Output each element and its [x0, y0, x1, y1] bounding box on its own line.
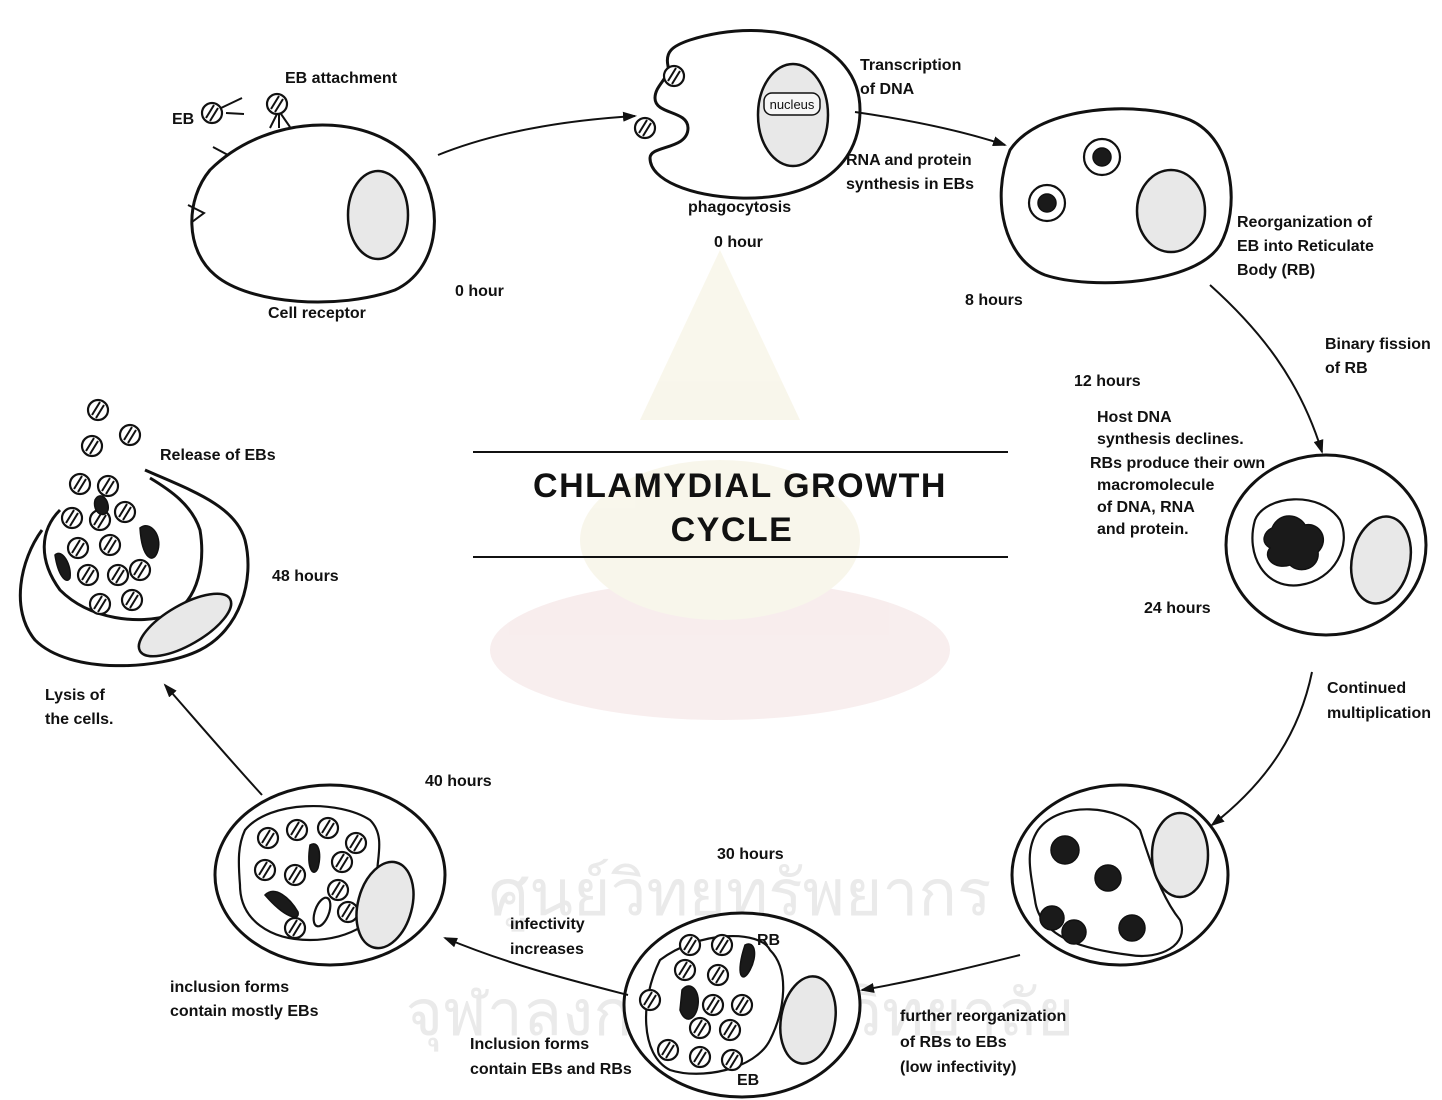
label-eb-attachment: EB attachment: [285, 70, 398, 87]
label-host-6: and protein.: [1097, 521, 1189, 538]
label-rb: RB: [757, 932, 780, 949]
label-host-2: synthesis declines.: [1097, 431, 1244, 448]
label-binary-1: Binary fission: [1325, 336, 1431, 353]
stage-8-hours: [1001, 109, 1231, 283]
title-line-1: CHLAMYDIAL GROWTH: [533, 467, 947, 505]
label-lysis-1: Lysis of: [45, 687, 106, 704]
label-transcription-1: Transcription: [860, 57, 961, 74]
label-further-2: of RBs to EBs: [900, 1034, 1007, 1051]
label-release: Release of EBs: [160, 447, 276, 464]
label-lysis-2: the cells.: [45, 711, 113, 728]
stage-30-hours: [624, 913, 860, 1097]
label-0-hour-a: 0 hour: [455, 283, 504, 300]
label-0-hour-b: 0 hour: [714, 234, 763, 251]
label-incl-mostly-1: inclusion forms: [170, 979, 289, 996]
label-reorg-3: Body (RB): [1237, 262, 1315, 279]
label-8-hours: 8 hours: [965, 292, 1023, 309]
label-incl-eb-rb-2: contain EBs and RBs: [470, 1061, 632, 1078]
label-infect-1: infectivity: [510, 916, 585, 933]
arrow-24h-to-further: [1212, 672, 1312, 825]
label-reorg-1: Reorganization of: [1237, 214, 1373, 231]
label-further-1: further reorganization: [900, 1008, 1066, 1025]
label-reorg-2: EB into Reticulate: [1237, 238, 1374, 255]
label-infect-2: increases: [510, 941, 584, 958]
label-host-1: Host DNA: [1097, 409, 1172, 426]
label-binary-2: of RB: [1325, 360, 1368, 377]
label-cont-1: Continued: [1327, 680, 1406, 697]
arrow-8h-to-24h: [1210, 285, 1322, 452]
label-40-hours: 40 hours: [425, 773, 492, 790]
stage-phagocytosis: nucleus: [635, 31, 860, 199]
label-incl-eb-rb-1: Inclusion forms: [470, 1036, 589, 1053]
stage-attachment: [188, 94, 434, 302]
arrow-attach-to-phago: [438, 116, 635, 155]
stage-further-reorganization: [1012, 785, 1228, 965]
label-incl-mostly-2: contain mostly EBs: [170, 1003, 319, 1020]
stage-40-hours: [215, 785, 445, 965]
stage-24-hours: [1226, 455, 1426, 635]
label-12-hours: 12 hours: [1074, 373, 1141, 390]
label-further-3: (low infectivity): [900, 1059, 1016, 1076]
title-line-2: CYCLE: [671, 511, 794, 549]
label-transcription-2: of DNA: [860, 81, 915, 98]
arrow-phago-to-8h: [855, 112, 1005, 145]
label-eb: EB: [172, 111, 194, 128]
label-cont-2: multiplication: [1327, 705, 1431, 722]
label-nucleus: nucleus: [770, 97, 815, 112]
label-rna-1: RNA and protein: [846, 152, 972, 169]
label-cell-receptor: Cell receptor: [268, 305, 366, 322]
label-24-hours: 24 hours: [1144, 600, 1211, 617]
label-host-4: macromolecule: [1097, 477, 1214, 494]
stage-48-hours: [20, 400, 248, 668]
label-eb-bottom: EB: [737, 1072, 759, 1089]
label-host-3: RBs produce their own: [1090, 455, 1265, 472]
label-30-hours: 30 hours: [717, 846, 784, 863]
label-phagocytosis: phagocytosis: [688, 199, 791, 216]
label-48-hours: 48 hours: [272, 568, 339, 585]
label-host-5: of DNA, RNA: [1097, 499, 1195, 516]
label-rna-2: synthesis in EBs: [846, 176, 974, 193]
arrow-40h-to-48h: [165, 685, 262, 795]
